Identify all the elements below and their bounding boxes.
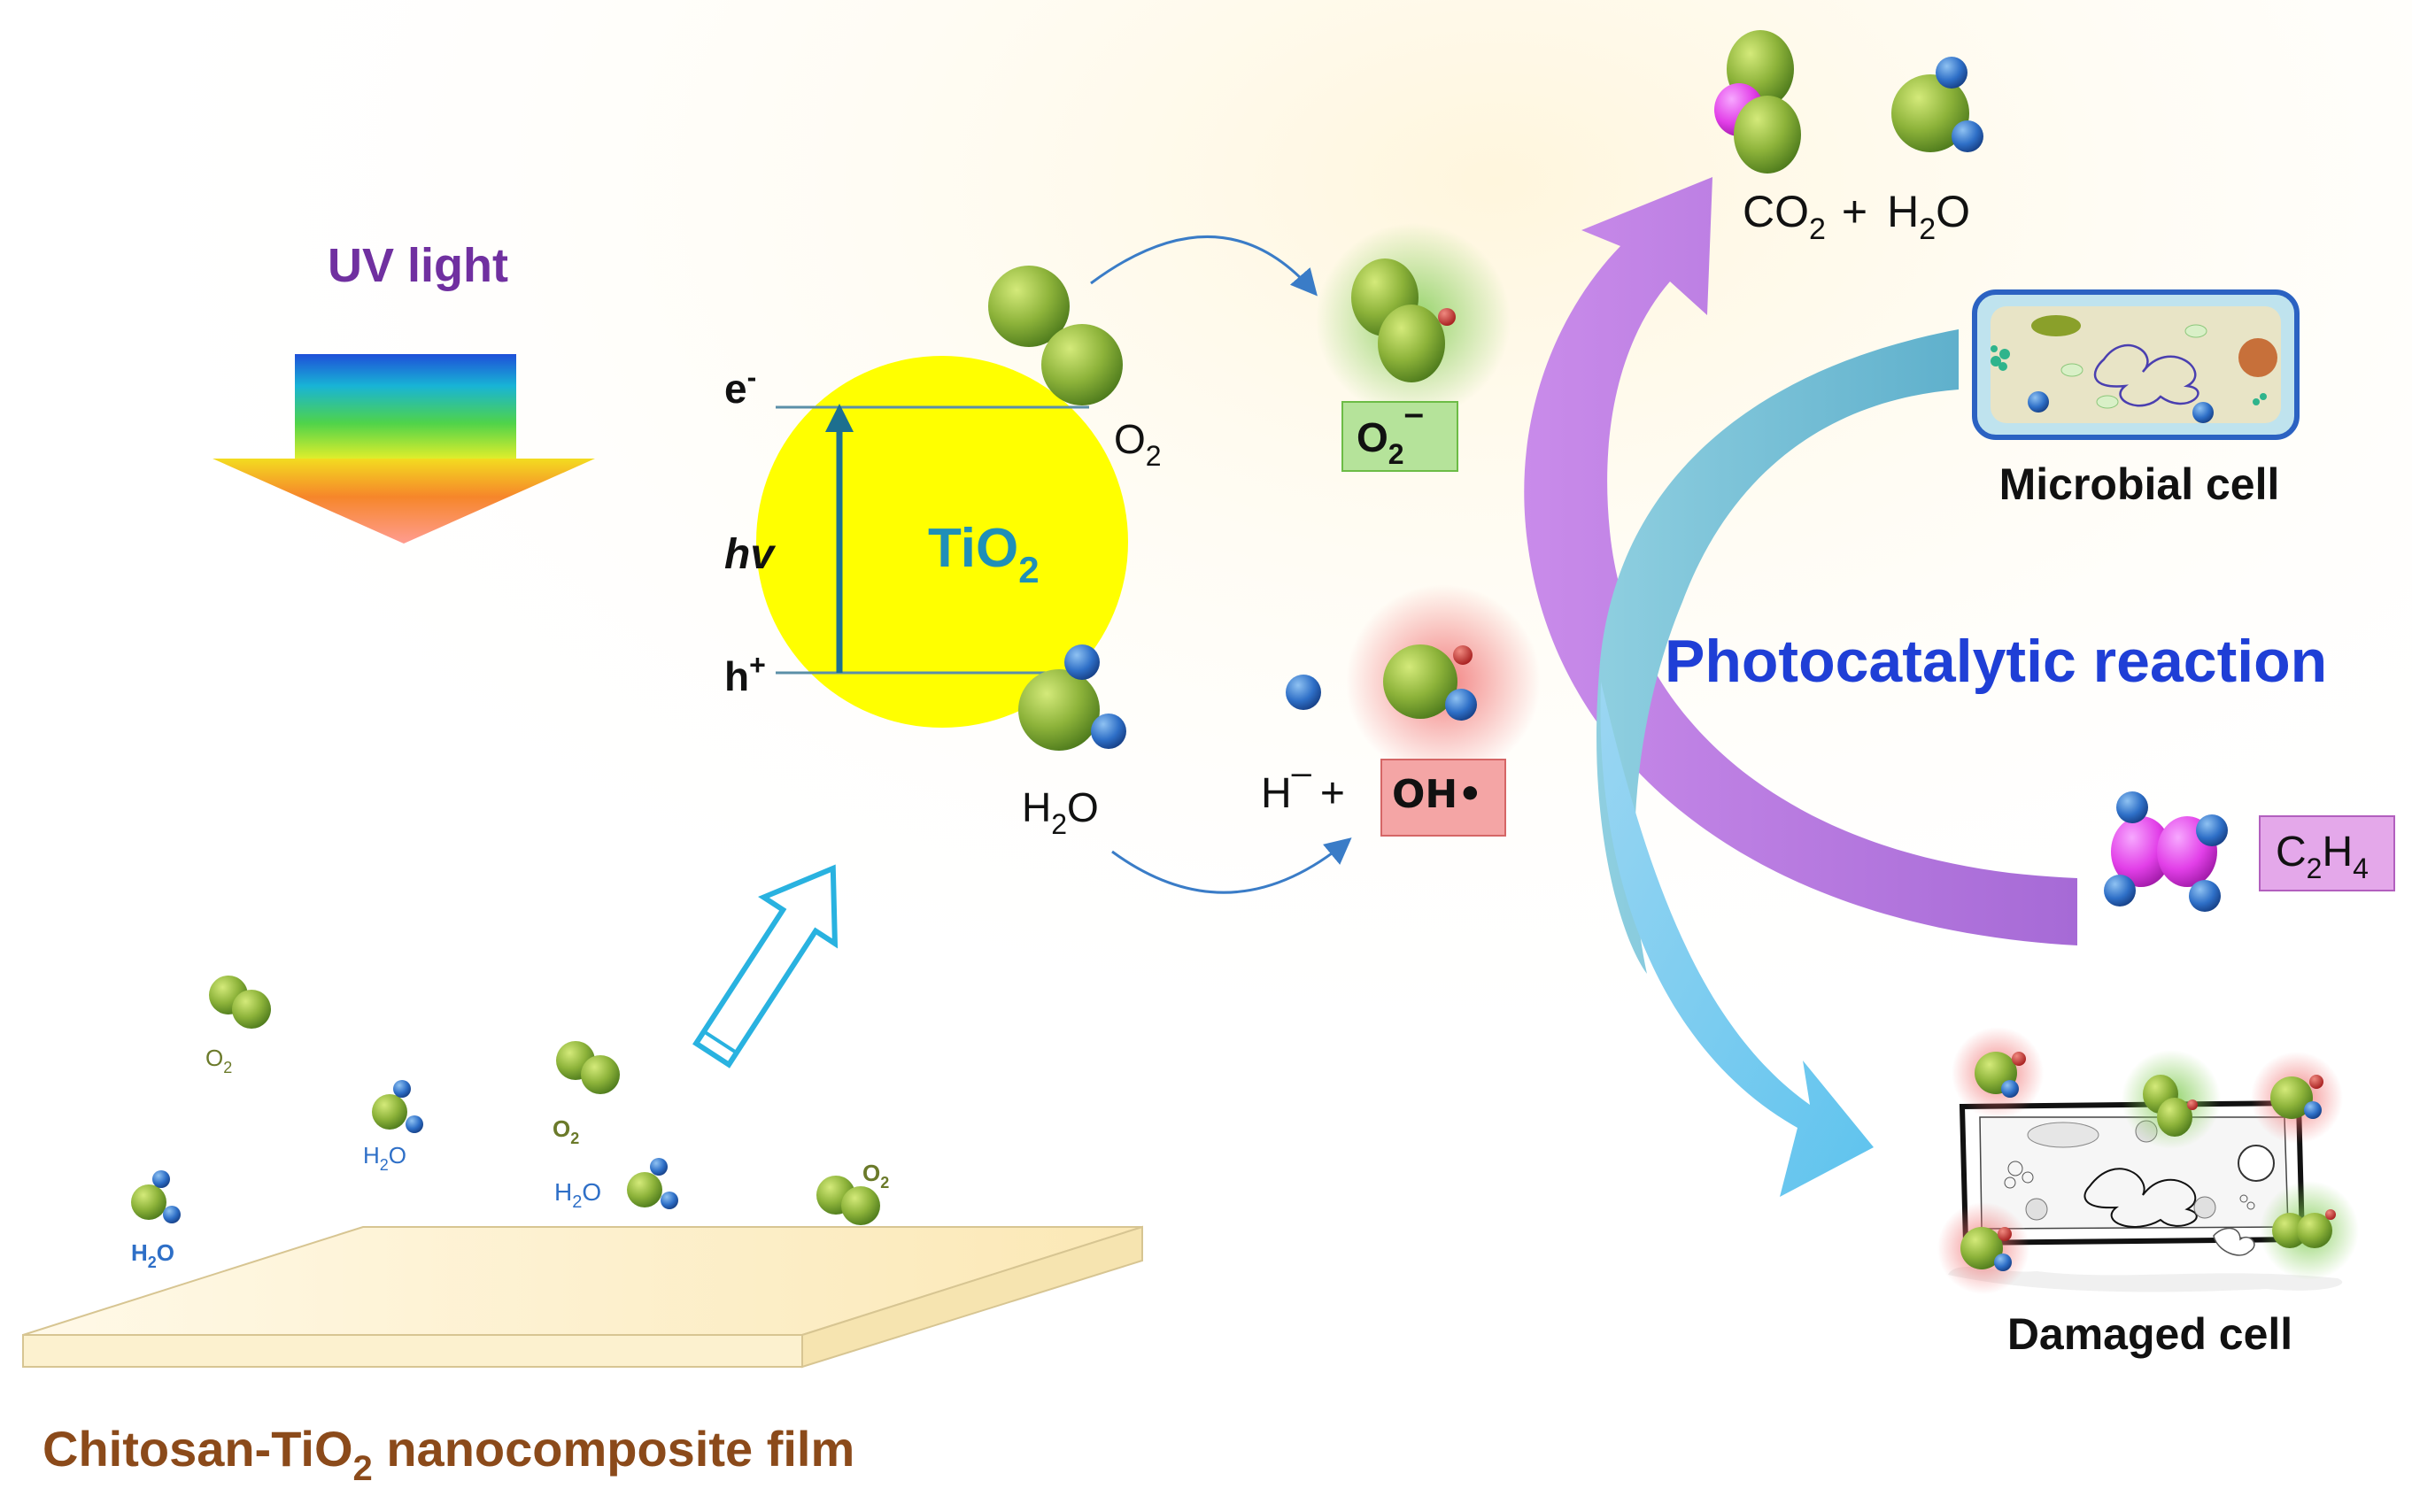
products-label: CO2+H2O — [1743, 187, 1970, 246]
floating-h2o-label-1: H2O — [363, 1142, 406, 1174]
nanocomposite-film — [22, 1225, 1143, 1369]
film-label: Chitosan-TiO2 nanocomposite film — [43, 1421, 854, 1488]
floating-o2-1 — [209, 976, 271, 1029]
hollow-arrow-up — [692, 864, 839, 1068]
o2-label: O2 — [1114, 416, 1162, 472]
floating-h2o-label-2: H2O — [131, 1239, 174, 1271]
uv-light-arrow — [213, 354, 595, 544]
floating-h2o-2 — [131, 1170, 181, 1223]
damaged-cell-label: Damaged cell — [2007, 1309, 2292, 1359]
h-minus-plus-label: H–+ — [1261, 753, 1345, 817]
superoxide-molecule — [1351, 258, 1456, 382]
c2h4-molecule — [2104, 791, 2228, 912]
floating-o2-label-1: O2 — [205, 1045, 232, 1076]
c2h4-label: C2H4 — [2276, 829, 2369, 884]
arrow-to-superoxide — [1090, 235, 1318, 297]
h2o-product-molecule — [1891, 57, 1983, 152]
floating-o2-label-3: O2 — [862, 1160, 889, 1192]
microbial-cell-illustration — [1972, 289, 2300, 440]
damaged-cell-radicals — [1937, 1027, 2359, 1294]
tio2-label: TiO2 — [928, 518, 1040, 590]
co2-molecule — [1714, 30, 1801, 174]
floating-h2o-3 — [627, 1158, 678, 1209]
floating-o2-2 — [556, 1041, 620, 1094]
hydroxyl-molecule — [1383, 644, 1477, 721]
floating-h2o-1 — [372, 1080, 423, 1133]
damaged-cell-illustration — [1948, 1099, 2343, 1292]
hydroxyl-box — [1380, 759, 1506, 837]
electron-label: e- — [724, 361, 756, 412]
tio2-particle — [756, 356, 1128, 728]
hole-label: h+ — [724, 649, 766, 699]
hv-label: hv — [724, 531, 776, 578]
superoxide-box — [1341, 401, 1458, 472]
teal-arrow — [1596, 329, 1959, 974]
superoxide-label: O2– — [1357, 394, 1424, 470]
hydroxyl-label: OH• — [1392, 772, 1482, 817]
uv-light-label: UV light — [328, 239, 508, 292]
arrow-to-hydroxyl — [1111, 837, 1352, 894]
o2-molecule-adsorbed — [988, 266, 1123, 405]
photocatalytic-title: Photocatalytic reaction — [1665, 628, 2327, 695]
sky-arrow — [1600, 682, 1874, 1197]
purple-arrow — [1524, 177, 2077, 945]
h2o-label: H2O — [1022, 784, 1099, 840]
c2h4-box — [2259, 815, 2395, 891]
excitation-arrowhead — [825, 404, 854, 432]
proton-ball — [1286, 675, 1321, 710]
microbial-cell-label: Microbial cell — [1999, 459, 2280, 509]
floating-o2-label-2: O2 — [553, 1115, 579, 1147]
h2o-molecule-adsorbed — [1018, 644, 1126, 751]
floating-o2-3 — [816, 1176, 880, 1225]
floating-h2o-label-3: H2O — [554, 1178, 601, 1212]
